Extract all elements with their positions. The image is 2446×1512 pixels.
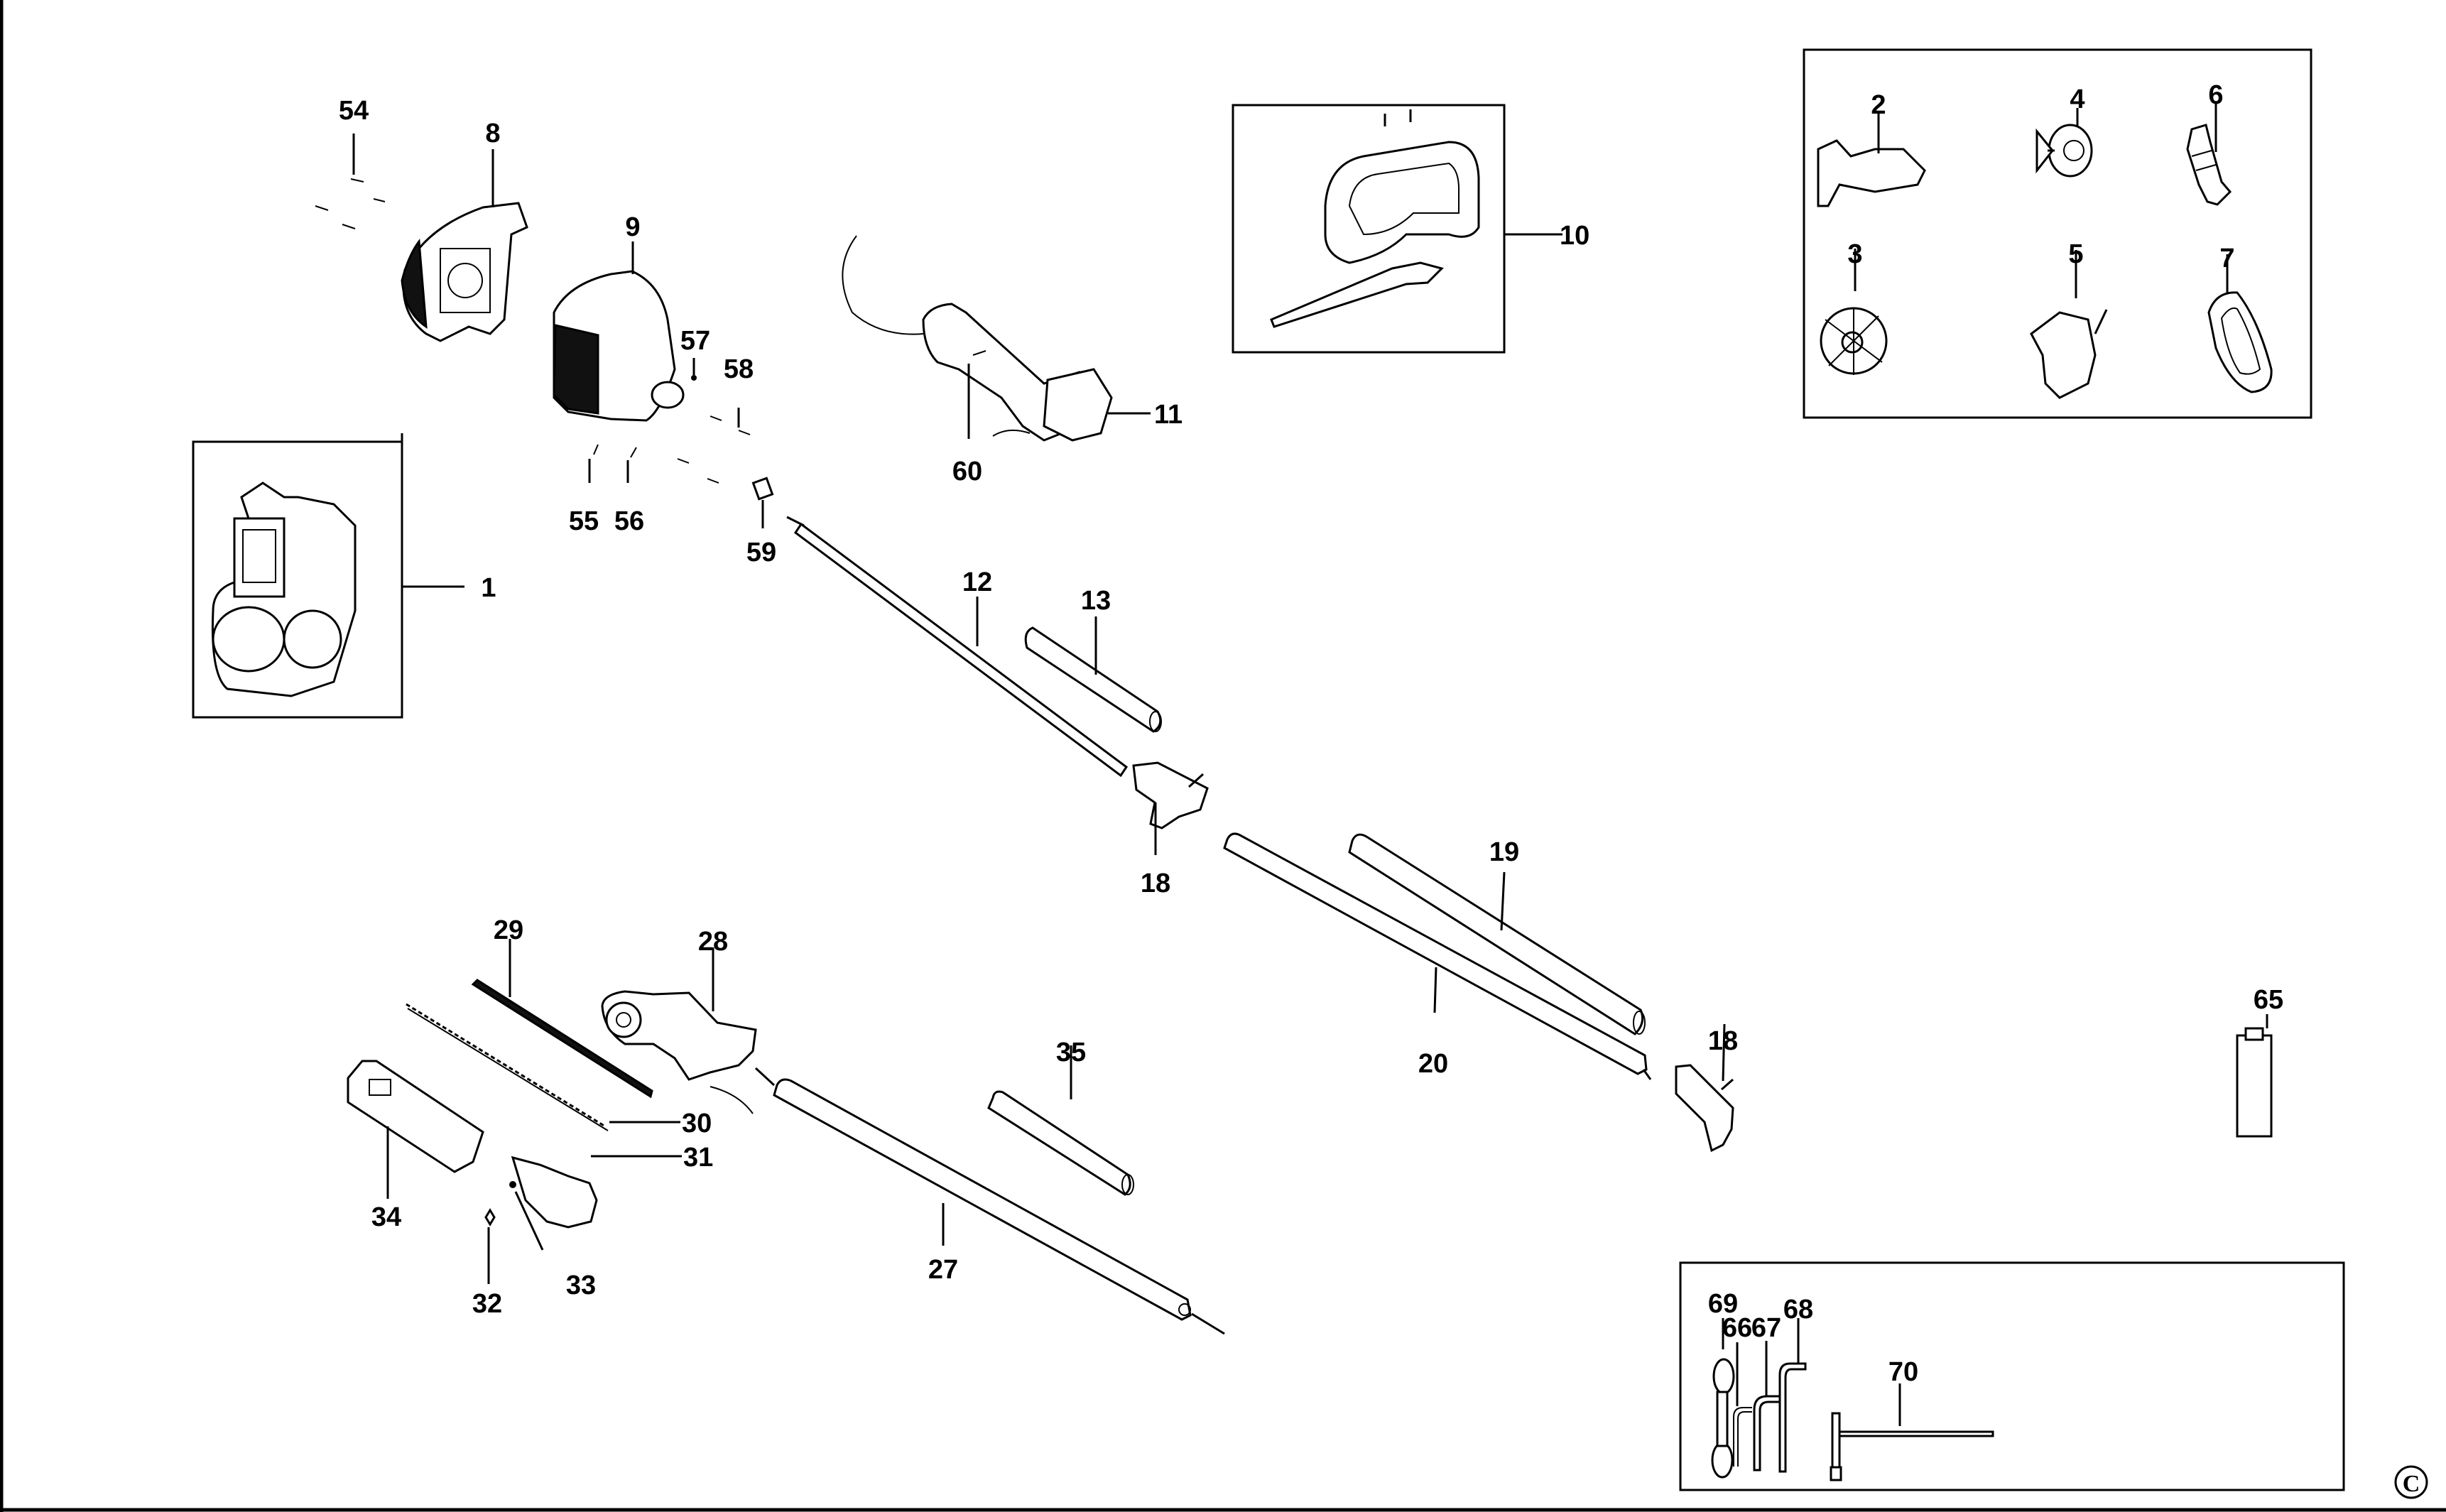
part-4-fuel-cap[interactable]: 4 xyxy=(2035,85,2093,178)
part-3-flywheel[interactable]: 3 xyxy=(1820,239,1888,375)
callout-4: 4 xyxy=(2070,85,2084,114)
part-33-washer[interactable]: 33 xyxy=(509,1181,596,1300)
part-59-spacer[interactable]: 59 xyxy=(746,477,776,567)
part-18-coupler-lower[interactable]: 18 xyxy=(1675,1023,1738,1153)
callout-58: 58 xyxy=(724,354,754,384)
part-7-air-filter[interactable]: 7 xyxy=(2207,244,2273,393)
part-55-screw[interactable]: 55 xyxy=(569,444,599,536)
callout-35: 35 xyxy=(1056,1038,1086,1067)
callout-59: 59 xyxy=(746,538,776,567)
callout-69: 69 xyxy=(1708,1289,1738,1319)
callout-18-upper: 18 xyxy=(1141,869,1170,898)
callout-19: 19 xyxy=(1489,837,1519,867)
part-10-loop-handle[interactable]: 10 xyxy=(1232,104,1589,354)
part-13-grip-sleeve[interactable]: 13 xyxy=(1024,586,1162,733)
part-31-sprocket-cover[interactable]: 31 xyxy=(511,1143,713,1229)
part-28-gear-head[interactable]: 28 xyxy=(601,927,776,1114)
callout-32: 32 xyxy=(472,1289,502,1319)
callout-27: 27 xyxy=(928,1255,958,1285)
callout-8: 8 xyxy=(485,119,500,148)
callout-3: 3 xyxy=(1847,239,1862,269)
copyright-letter: C xyxy=(2403,1471,2420,1497)
part-11-throttle-handle[interactable]: 11 xyxy=(842,235,1183,442)
part-65-oil-bottle[interactable]: 65 xyxy=(2236,985,2283,1138)
part-1-engine-assembly[interactable]: 1 xyxy=(192,433,496,719)
callout-10: 10 xyxy=(1560,221,1589,251)
callout-6: 6 xyxy=(2208,80,2223,110)
callout-13: 13 xyxy=(1081,586,1111,616)
part-12-drive-shaft-tube[interactable]: 12 xyxy=(786,516,1129,778)
callout-5: 5 xyxy=(2068,239,2083,269)
callout-55: 55 xyxy=(569,506,599,536)
part-29-guide-bar[interactable]: 29 xyxy=(471,915,653,1099)
part-2-ignition-coil[interactable]: 2 xyxy=(1817,90,1926,207)
part-18-coupler-upper[interactable]: 18 xyxy=(1132,761,1209,898)
part-56-screw[interactable]: 56 xyxy=(614,447,644,536)
part-5-carburettor[interactable]: 5 xyxy=(2030,239,2108,399)
part-32-nut[interactable]: 32 xyxy=(472,1208,502,1319)
callout-31: 31 xyxy=(683,1143,713,1173)
part-69-ring-spanner[interactable]: 69 xyxy=(1708,1289,1738,1479)
part-9-engine-cover[interactable]: 9 xyxy=(553,212,685,422)
callout-29: 29 xyxy=(494,915,523,945)
callout-33: 33 xyxy=(566,1271,596,1300)
callout-7: 7 xyxy=(2219,244,2234,273)
callout-66: 66 xyxy=(1722,1313,1752,1343)
callout-70: 70 xyxy=(1888,1357,1918,1387)
copyright-symbol: C xyxy=(2394,1465,2428,1499)
callout-20: 20 xyxy=(1418,1049,1448,1079)
part-19-foam-sleeve[interactable]: 19 xyxy=(1348,833,1646,1035)
callout-30: 30 xyxy=(682,1109,712,1138)
callout-28: 28 xyxy=(698,927,728,957)
part-6-spark-plug[interactable]: 6 xyxy=(2186,80,2232,206)
part-58-screws[interactable]: 58 xyxy=(677,354,754,484)
part-70-t-wrench[interactable]: 70 xyxy=(1830,1357,1994,1481)
part-8-rear-housing[interactable]: 8 xyxy=(401,119,528,342)
callout-9: 9 xyxy=(625,212,640,242)
part-34-scabbard[interactable]: 34 xyxy=(347,1060,484,1232)
callout-12: 12 xyxy=(962,567,992,597)
callout-60: 60 xyxy=(952,457,982,486)
callout-2: 2 xyxy=(1871,90,1886,120)
callout-65: 65 xyxy=(2254,985,2283,1015)
tool-kit-box xyxy=(1679,1261,2345,1491)
part-66-hex-key-small[interactable]: 66 xyxy=(1722,1313,1752,1467)
part-30-saw-chain[interactable]: 30 xyxy=(406,1003,712,1138)
part-35-grip-sleeve[interactable]: 35 xyxy=(987,1038,1134,1196)
callout-57: 57 xyxy=(680,326,710,356)
callout-56: 56 xyxy=(614,506,644,536)
callout-68: 68 xyxy=(1783,1295,1813,1325)
callout-11: 11 xyxy=(1154,400,1183,430)
callout-1: 1 xyxy=(481,573,496,603)
part-54-screws[interactable]: 54 xyxy=(315,96,386,229)
part-67-hex-key-medium[interactable]: 67 xyxy=(1751,1313,1781,1472)
engine-kit-box xyxy=(1803,48,2312,419)
callout-67: 67 xyxy=(1751,1313,1781,1343)
callout-54: 54 xyxy=(339,96,369,126)
callout-18-lower: 18 xyxy=(1708,1026,1738,1056)
part-27-pruner-tube[interactable]: 27 xyxy=(773,1078,1225,1335)
callout-34: 34 xyxy=(371,1202,401,1232)
part-57-pin[interactable]: 57 xyxy=(680,326,710,381)
part-68-hex-key-large[interactable]: 68 xyxy=(1778,1295,1813,1473)
part-20-extension-tube[interactable]: 20 xyxy=(1223,832,1652,1080)
part-60-screw[interactable]: 60 xyxy=(952,350,986,486)
